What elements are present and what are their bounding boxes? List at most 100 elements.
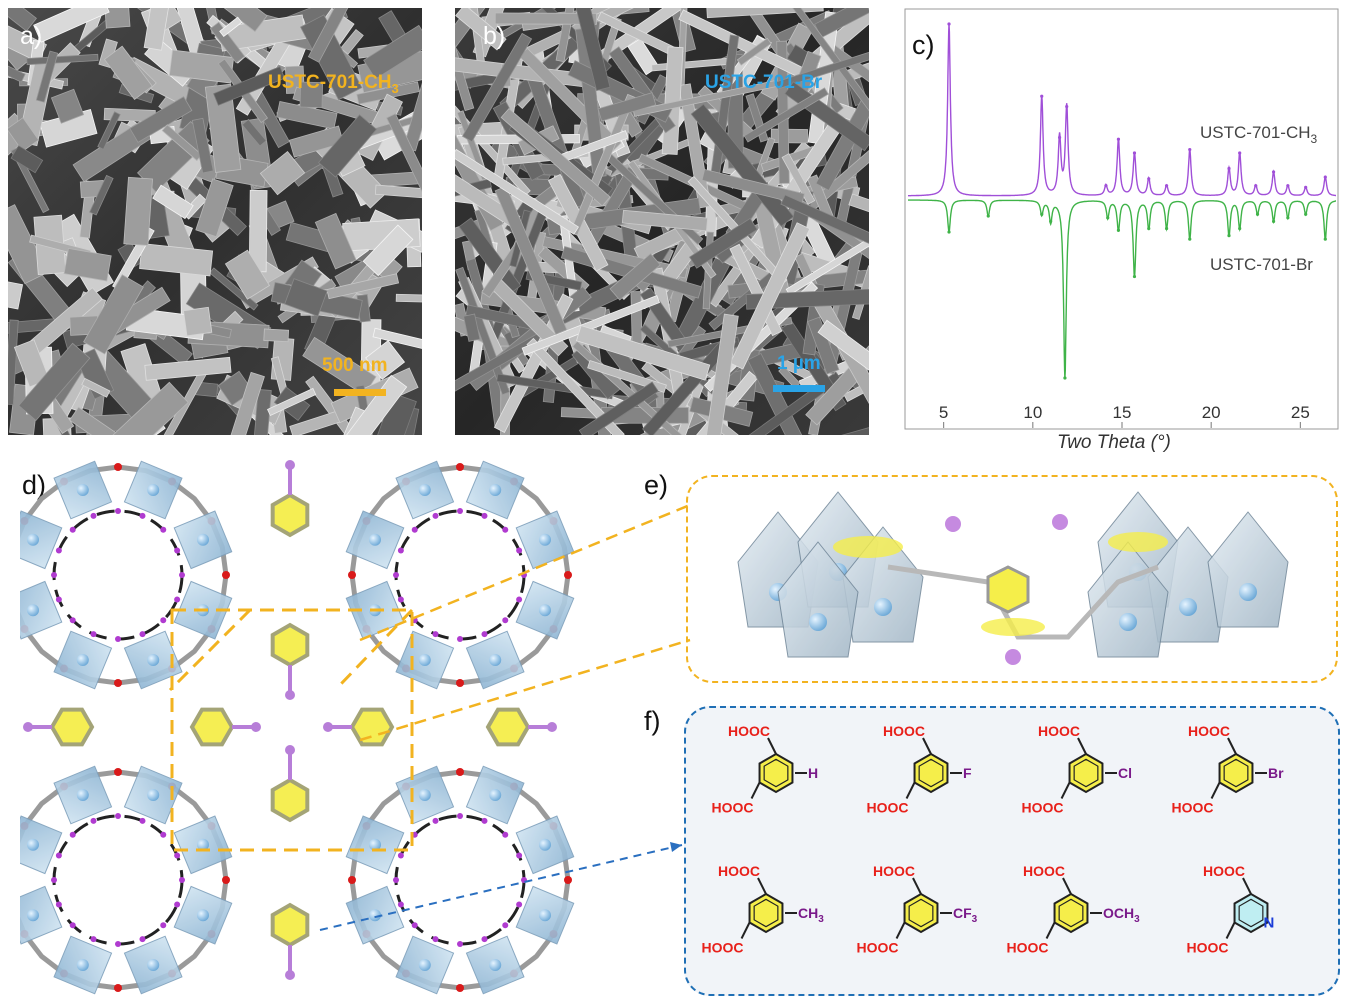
- sem-crystal: [745, 287, 869, 310]
- peak-point: [1116, 228, 1121, 232]
- sem-crystal: [63, 247, 112, 282]
- sem-crystal: [224, 249, 271, 300]
- sem-crystal: [632, 80, 777, 117]
- zr-octahedron: [777, 541, 859, 658]
- benzene-ring: [270, 777, 310, 823]
- sem-crystal: [284, 278, 328, 317]
- zr-cage-1: [345, 460, 575, 690]
- linker-atom: [457, 941, 463, 947]
- linker-atom: [69, 922, 76, 929]
- peak-point: [1132, 274, 1137, 279]
- linker-library: HOOCHOOCHHOOCHOOCFHOOCHOOCClHOOCHOOCBrHO…: [702, 723, 1285, 956]
- peak-point: [1057, 135, 1062, 140]
- benzene-linker-5: [485, 707, 557, 747]
- zr-atom: [369, 909, 382, 922]
- benzene-ring: [189, 707, 235, 747]
- sem-crystal: [8, 8, 37, 32]
- zr-atom: [76, 789, 89, 802]
- sem-crystal: [152, 184, 194, 220]
- substituent-label: F: [963, 765, 972, 781]
- sem-crystal: [701, 313, 739, 435]
- linker-atom: [481, 936, 488, 943]
- sem-crystal: [494, 12, 597, 25]
- oxygen-atom: [114, 768, 122, 776]
- zr-atom: [1239, 583, 1257, 601]
- peak-point: [1271, 170, 1276, 174]
- sem-crystal: [374, 184, 422, 201]
- sem-crystal: [300, 14, 363, 101]
- scalebar-a: [334, 389, 386, 396]
- sem-texture-a: [8, 8, 422, 435]
- sample-name-b: USTC-701-Br: [705, 72, 823, 93]
- linker-atom: [502, 526, 509, 533]
- sem-crystal: [81, 377, 111, 398]
- substituent-atom: [1052, 514, 1068, 530]
- linker-atom: [115, 508, 121, 514]
- sem-crystal: [494, 185, 568, 335]
- peak-point: [1049, 219, 1053, 223]
- linker-atom: [516, 852, 523, 859]
- sem-crystal: [266, 387, 317, 417]
- sem-crystal: [288, 125, 344, 158]
- panel-label-d: d): [22, 470, 47, 500]
- substituent-atom: [547, 722, 557, 732]
- linker-atom: [481, 817, 488, 824]
- sem-crystal: [326, 273, 400, 300]
- sem-crystal: [69, 406, 138, 435]
- sem-crystal: [139, 243, 214, 277]
- benzene-linker-3: [189, 707, 261, 747]
- sem-crystal: [143, 8, 173, 51]
- peak-point: [1188, 237, 1192, 241]
- linker-atom: [69, 831, 76, 838]
- zr-atom: [27, 909, 40, 922]
- sem-crystal: [701, 168, 805, 206]
- acid-label-top: HOOC: [1188, 723, 1230, 739]
- linker-atom: [502, 617, 509, 624]
- benzene-ring: [485, 707, 531, 747]
- sem-crystal: [564, 8, 611, 91]
- acid-label-bottom: HOOC: [1022, 800, 1064, 816]
- benzene-ring: [981, 618, 1045, 636]
- sem-crystal: [8, 280, 24, 310]
- peak-point: [1323, 175, 1327, 179]
- series-points-0: [947, 22, 1327, 189]
- sem-crystal: [817, 319, 869, 381]
- sem-crystal: [50, 88, 85, 124]
- sem-crystal: [815, 95, 869, 191]
- panel-label-e: e): [644, 470, 669, 500]
- linker-atom: [115, 941, 121, 947]
- linker-strut: [887, 564, 1159, 640]
- acid-label-bottom: HOOC: [1007, 940, 1049, 956]
- zr-atom: [196, 838, 209, 851]
- zr-atom: [538, 909, 551, 922]
- linker-atom: [397, 596, 404, 603]
- sem-crystal: [89, 174, 114, 216]
- benzene-ring: [270, 492, 310, 538]
- acid-label-top: HOOC: [883, 723, 925, 739]
- sem-crystal: [209, 267, 259, 311]
- linker-atom: [481, 631, 488, 638]
- linker-atom: [393, 572, 399, 578]
- oxygen-atom: [348, 571, 356, 579]
- sem-crystal: [318, 114, 378, 178]
- peak-point: [1286, 184, 1290, 188]
- substituent-atom: [323, 722, 333, 732]
- sem-crystal: [807, 316, 840, 375]
- sem-crystal: [314, 212, 357, 270]
- sem-crystal: [526, 337, 625, 435]
- acid-label-bottom: HOOC: [702, 940, 744, 956]
- x-tick-label: 25: [1291, 403, 1310, 422]
- zr-atom: [147, 653, 160, 666]
- sem-crystal: [83, 274, 144, 355]
- sem-crystal: [775, 36, 869, 90]
- zr-atom: [418, 789, 431, 802]
- linker-atom: [69, 526, 76, 533]
- oxygen-atom: [222, 876, 230, 884]
- peak-point: [1063, 376, 1067, 380]
- sem-crystal: [736, 37, 772, 66]
- sample-name-a: USTC-701-CH3: [268, 72, 399, 96]
